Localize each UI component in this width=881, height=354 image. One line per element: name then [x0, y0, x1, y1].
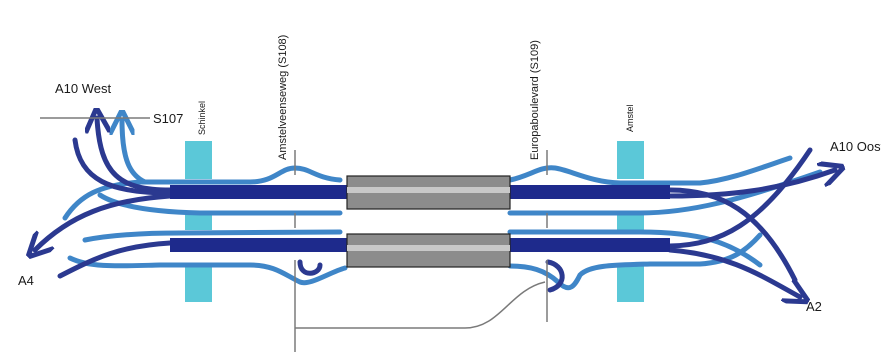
- bridge-amstel-top: [617, 141, 644, 179]
- label-amstelveenseweg: Amstelveenseweg (S108): [277, 35, 289, 160]
- tunnels: [346, 175, 511, 268]
- ramp-s107-light: [122, 120, 148, 185]
- tunnel-south-stripe: [347, 245, 510, 251]
- label-a4: A4: [18, 273, 34, 288]
- tunnel-leader-line: [295, 281, 546, 329]
- ramp-europa-loop: [545, 259, 565, 293]
- ramp-top-north-light: [62, 155, 793, 221]
- bridges: [185, 141, 644, 302]
- label-schinkel: Schinkel: [197, 101, 207, 135]
- ramp-a4-up: [35, 193, 173, 250]
- bridge-amstel-mid: [617, 212, 644, 230]
- ramp-amstelveen-loop-top: [297, 259, 323, 276]
- ramp-a10-west-up: [97, 118, 173, 193]
- bridge-schinkel-bottom: [185, 264, 212, 302]
- ramp-a4-down: [57, 240, 173, 279]
- reference-lines: [40, 117, 548, 352]
- label-s107: S107: [153, 111, 183, 126]
- ramp-a2-down: [667, 247, 800, 297]
- bridge-amstel-bottom: [617, 264, 644, 302]
- label-europaboulevard: Europaboulevard (S109): [529, 40, 541, 160]
- dark-ramps: [35, 118, 835, 297]
- ramp-a2-from-top: [667, 187, 798, 283]
- label-amstel: Amstel: [625, 104, 635, 132]
- label-a10-west: A10 West: [55, 81, 112, 96]
- label-a2: A2: [806, 299, 822, 314]
- label-a10-oost: A10 Oost: [830, 139, 881, 154]
- bridge-schinkel-top: [185, 141, 212, 179]
- ramp-a10-oost-from-bottom: [667, 147, 813, 249]
- bridge-schinkel-mid: [185, 212, 212, 230]
- ramp-a10-west-left: [72, 137, 173, 196]
- labels: A10 West S107 Schinkel Amstelveenseweg (…: [18, 35, 881, 314]
- tunnel-north-stripe: [347, 187, 510, 193]
- ramp-a10-oost-top: [667, 170, 835, 199]
